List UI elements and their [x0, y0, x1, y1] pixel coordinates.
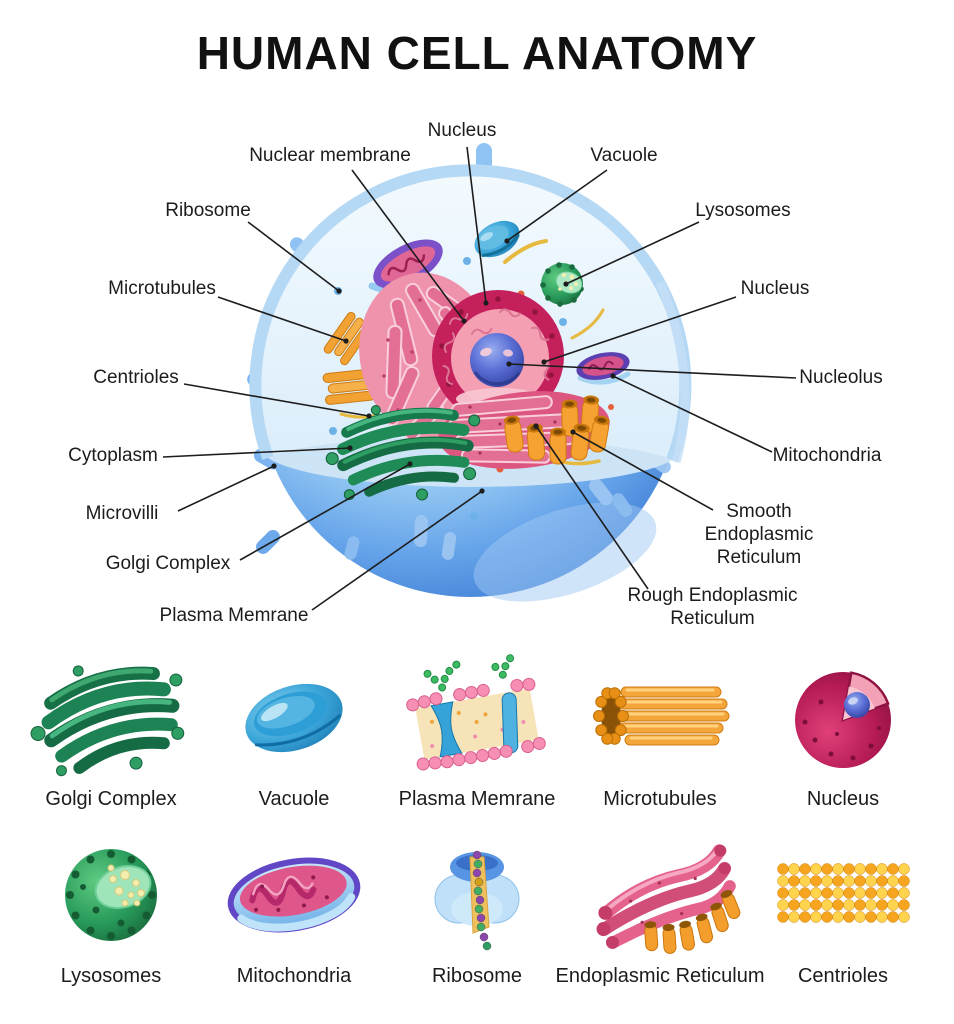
gallery-item-plasma-membrane: Plasma Memrane: [386, 652, 568, 811]
gallery-item-label: Lysosomes: [60, 965, 162, 987]
endoplasmic-reticulum-illustration: [596, 844, 741, 954]
leader-tip-dots: [271, 238, 616, 494]
gallery-item-label: Microtubules: [603, 788, 717, 810]
vacuole-organelle: [474, 220, 520, 258]
microtubules-organelle: [322, 311, 381, 405]
label-nuclear-membrane: Nuclear membrane: [249, 145, 411, 166]
golgi-organelle: [325, 405, 481, 501]
label-microvilli: Microvilli: [85, 503, 159, 524]
gallery-row-1: Golgi Complex Vacuole: [20, 652, 934, 811]
gallery-item-nucleus: Nucleus: [752, 652, 934, 811]
right-cut-edge: [655, 280, 690, 464]
gallery-item-microtubules: Microtubules: [569, 652, 751, 811]
gallery-item-label: Plasma Memrane: [398, 788, 556, 810]
gallery-item-label: Vacuole: [258, 788, 330, 810]
nucleus-illustration: [795, 671, 891, 768]
gallery-item-centrioles: Centrioles: [752, 829, 934, 988]
label-smooth-er: Smooth Endoplasmic Reticulum: [704, 501, 814, 569]
gallery-item-lysosomes: Lysosomes: [20, 829, 202, 988]
organelle-gallery: Golgi Complex Vacuole: [20, 652, 934, 988]
gallery-item-golgi: Golgi Complex: [20, 652, 202, 811]
label-centrioles: Centrioles: [93, 367, 179, 388]
label-nucleolus: Nucleolus: [799, 367, 883, 388]
label-cytoplasm: Cytoplasm: [68, 445, 158, 466]
sphere-sheen: [473, 502, 657, 602]
golgi-complex-illustration: [30, 665, 185, 777]
lysosomes-illustration: [65, 849, 157, 941]
gallery-item-label: Nucleus: [806, 788, 880, 810]
mitochondria-illustration: [227, 857, 361, 933]
gallery-item-endoplasmic-reticulum: Endoplasmic Reticulum: [556, 829, 765, 988]
label-vacuole: Vacuole: [590, 145, 658, 166]
label-nucleus-top: Nucleus: [427, 120, 497, 141]
gallery-item-mitochondria: Mitochondria: [203, 829, 385, 988]
leader-lines: [162, 146, 797, 611]
plasma-membrane-illustration: [406, 654, 546, 771]
label-microtubules: Microtubules: [108, 278, 216, 299]
mitochondrion-right: [576, 352, 631, 385]
gallery-item-vacuole: Vacuole: [203, 652, 385, 811]
gallery-item-label: Mitochondria: [236, 965, 352, 987]
ribosome-illustration: [434, 850, 520, 951]
label-rough-er: Rough Endoplasmic Reticulum: [627, 585, 798, 630]
label-ribosome: Ribosome: [165, 200, 251, 221]
gallery-row-2: Lysosomes: [20, 829, 934, 988]
label-mitochondria: Mitochondria: [772, 445, 882, 466]
label-nucleus-right: Nucleus: [740, 278, 810, 299]
microtubules-illustration: [593, 686, 730, 746]
nucleolus-organelle: [470, 333, 524, 387]
gallery-item-label: Endoplasmic Reticulum: [555, 965, 765, 987]
gallery-item-label: Golgi Complex: [45, 788, 177, 810]
centrioles-illustration: [777, 863, 910, 923]
label-lysosomes: Lysosomes: [695, 200, 791, 221]
cell-illustration: [162, 143, 797, 611]
label-plasma-membrane: Plasma Memrane: [159, 605, 309, 626]
page-title: HUMAN CELL ANATOMY: [196, 27, 758, 79]
gallery-item-label: Ribosome: [431, 965, 523, 987]
gallery-item-label: Centrioles: [797, 965, 889, 987]
vacuole-illustration: [245, 683, 343, 753]
label-golgi-complex: Golgi Complex: [105, 553, 231, 574]
gallery-item-ribosome: Ribosome: [386, 829, 568, 988]
glycan-chains: [423, 654, 515, 692]
